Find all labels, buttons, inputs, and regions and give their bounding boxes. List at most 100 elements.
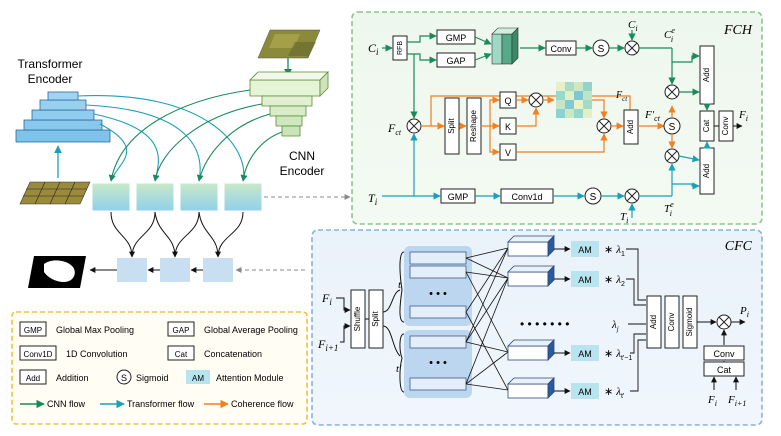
satellite-image-top bbox=[257, 29, 321, 59]
cfc-lambda-j: λj bbox=[611, 319, 619, 333]
decoder-block-1 bbox=[117, 258, 147, 282]
legend-cat-text: Concatenation bbox=[204, 349, 262, 359]
svg-text:AM: AM bbox=[578, 387, 592, 397]
legend-gap-tag bbox=[167, 321, 195, 337]
svg-text:AM: AM bbox=[578, 245, 592, 255]
svg-text:Add: Add bbox=[702, 68, 711, 82]
svg-text:Q: Q bbox=[504, 96, 511, 106]
fused-feature-tokens bbox=[91, 182, 263, 212]
transformer-encoder-label-2: Encoder bbox=[28, 72, 73, 86]
legend-gap-text: Global Average Pooling bbox=[204, 325, 298, 335]
svg-text:Add: Add bbox=[649, 315, 658, 329]
cfc-am-box-1 bbox=[571, 241, 599, 257]
svg-text:AM: AM bbox=[578, 349, 592, 359]
legend-transformer-flow-text: Transformer flow bbox=[127, 399, 195, 409]
svg-text:Conv: Conv bbox=[550, 44, 572, 54]
svg-text:GAP: GAP bbox=[173, 326, 190, 335]
svg-text:GMP: GMP bbox=[24, 326, 42, 335]
svg-text:Conv: Conv bbox=[713, 349, 735, 359]
svg-text:S: S bbox=[598, 44, 605, 55]
cfc-lambda-1: ∗λ1 bbox=[604, 244, 625, 258]
cfc-tprime-label: t′ bbox=[396, 363, 402, 375]
output-mask bbox=[28, 256, 86, 288]
svg-text:GAP: GAP bbox=[446, 56, 465, 66]
cfc-dots-bottom: • • • bbox=[429, 357, 447, 369]
svg-text:K: K bbox=[505, 122, 511, 132]
transformer-encoder-stack bbox=[15, 91, 111, 143]
cnn-encoder-label-2: Encoder bbox=[280, 164, 325, 178]
cfc-lambda-t: ∗λt′ bbox=[604, 386, 625, 400]
fch-rfb-box bbox=[392, 35, 408, 61]
legend-gmp-text: Global Max Pooling bbox=[56, 325, 134, 335]
svg-text:Add: Add bbox=[26, 374, 40, 383]
fch-ci-top-label: Ci bbox=[628, 19, 638, 33]
legend-border bbox=[11, 311, 308, 425]
cfc-am-box-2 bbox=[571, 271, 599, 287]
fch-ti-bottom-label: Ti bbox=[620, 211, 628, 225]
cfc-cat-box bbox=[703, 361, 745, 377]
feature-token-1 bbox=[91, 182, 131, 212]
svg-text:AM: AM bbox=[192, 374, 204, 383]
svg-text:Shuffle: Shuffle bbox=[353, 306, 362, 331]
cfc-add-box bbox=[646, 295, 662, 349]
svg-text:Cat: Cat bbox=[702, 119, 711, 132]
legend-conv1d-text: 1D Convolution bbox=[66, 349, 128, 359]
fch-attention-matrix bbox=[556, 82, 592, 118]
feature-token-4 bbox=[223, 182, 263, 212]
svg-text:S: S bbox=[590, 192, 597, 203]
cfc-t-label: t bbox=[398, 279, 402, 291]
legend-add-tag bbox=[19, 369, 47, 385]
legend-am-tag bbox=[186, 370, 210, 384]
fch-fct-small-label: Fct bbox=[615, 90, 628, 103]
cfc-fi1-bottom-label: Fi+1 bbox=[727, 394, 746, 408]
cnn-encoder-label-1: CNN bbox=[289, 149, 315, 163]
svg-text:Conv1d: Conv1d bbox=[511, 192, 542, 202]
cfc-conv-box-2 bbox=[703, 345, 745, 361]
svg-text:Add: Add bbox=[702, 164, 711, 178]
svg-text:S: S bbox=[669, 122, 676, 133]
cfc-crossing-lines bbox=[465, 247, 509, 391]
cfc-conv-box bbox=[664, 295, 680, 349]
legend-sigmoid-tag bbox=[116, 369, 132, 385]
cfc-title: CFC bbox=[725, 239, 753, 254]
cfc-fi-bottom-label: Fi bbox=[707, 394, 717, 408]
svg-text:Split: Split bbox=[447, 117, 456, 133]
cnn-flow-arrows bbox=[108, 89, 283, 182]
cnn-encoder-stack bbox=[249, 71, 329, 137]
cfc-long-dots: • • • • • • • bbox=[520, 317, 569, 331]
cfc-block-3 bbox=[507, 339, 555, 361]
svg-text:GMP: GMP bbox=[446, 33, 467, 43]
fch-fct-label: Fct bbox=[387, 121, 402, 137]
fch-add-box-1 bbox=[623, 109, 639, 145]
fch-title: FCH bbox=[723, 23, 753, 38]
legend: GMP Global Max Pooling GAP Global Averag… bbox=[11, 311, 308, 425]
legend-conv1d-tag bbox=[19, 345, 57, 361]
fch-ci-label: Ci bbox=[368, 41, 379, 57]
cfc-merge-lines bbox=[626, 248, 646, 392]
patch-grid-image bbox=[19, 181, 91, 205]
legend-cat-tag bbox=[167, 345, 195, 361]
left-encoders: CNN Encoder Transformer Encoder bbox=[15, 29, 351, 288]
cfc-split-box bbox=[368, 289, 384, 349]
decoder-block-2 bbox=[160, 258, 190, 282]
cfc-lambda-2: ∗λ2 bbox=[604, 274, 625, 288]
legend-am-text: Attention Module bbox=[216, 373, 284, 383]
fch-feature-cube bbox=[491, 27, 519, 65]
svg-text:Cat: Cat bbox=[717, 365, 732, 375]
legend-sigmoid-text: Sigmoid bbox=[136, 373, 169, 383]
svg-text:Reshape: Reshape bbox=[469, 109, 478, 142]
legend-cnn-flow-text: CNN flow bbox=[47, 399, 86, 409]
cfc-panel: CFC Fi Fi+1 Shuffle Split t t′ • • • • •… bbox=[311, 229, 763, 426]
cfc-block-1 bbox=[507, 235, 555, 257]
svg-text:Conv1D: Conv1D bbox=[24, 350, 53, 359]
svg-text:Conv: Conv bbox=[721, 117, 730, 136]
svg-text:AM: AM bbox=[578, 275, 592, 285]
svg-text:Conv: Conv bbox=[667, 313, 676, 332]
cfc-fi-label: Fi bbox=[321, 291, 332, 307]
legend-gmp-tag bbox=[19, 321, 47, 337]
